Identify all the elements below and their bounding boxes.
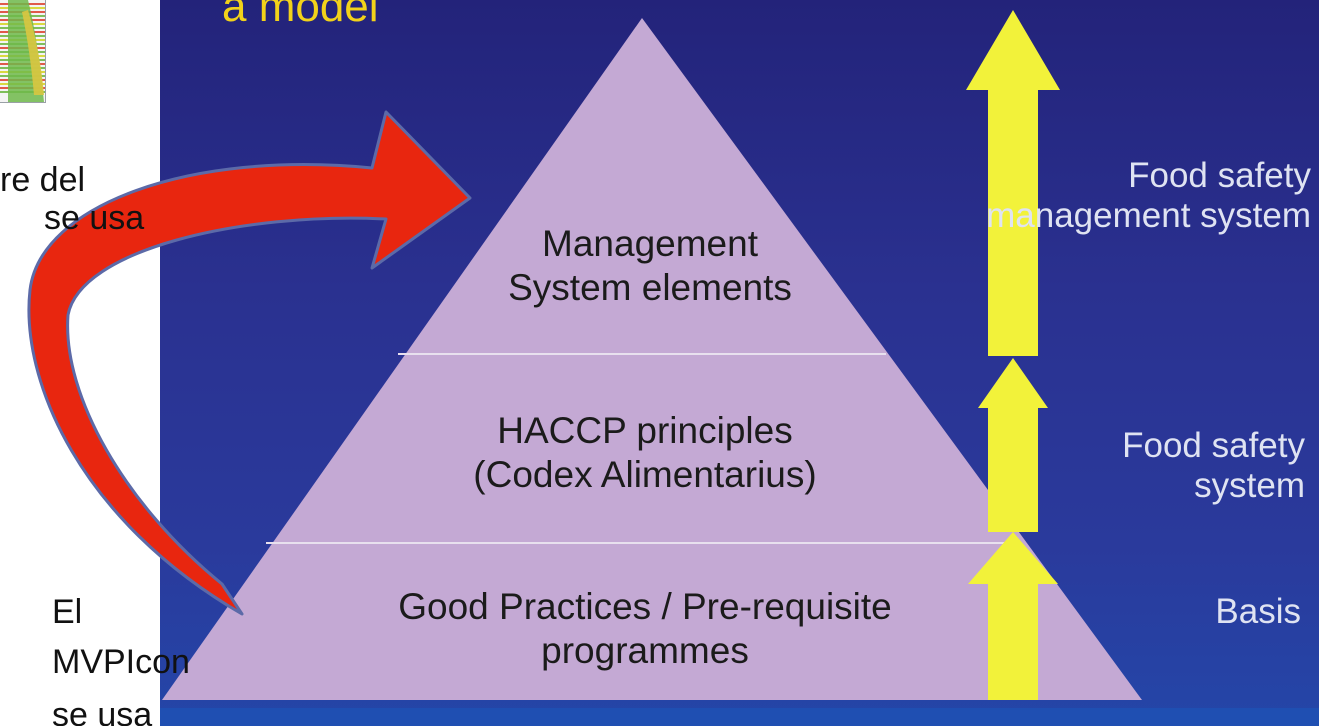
pyramid-level-management-line2: System elements — [508, 266, 792, 308]
pyramid-level-good-practices-line1: Good Practices / Pre-requisite — [398, 586, 892, 627]
label-basis: Basis — [1215, 592, 1301, 632]
label-basis-line1: Basis — [1215, 592, 1301, 631]
pyramid-level-haccp-line1: HACCP principles — [497, 410, 793, 451]
yellow-arrow-bottom — [968, 532, 1058, 700]
pyramid-level-management-line1: Management — [542, 223, 758, 264]
pyramid-triangle — [162, 18, 1142, 700]
label-fsms-line1: Food safety — [1128, 156, 1311, 195]
label-fsms-line2: management system — [986, 196, 1311, 236]
left-text-bottom-line2: MVPIcon — [52, 643, 190, 681]
yellow-arrow-top — [966, 10, 1060, 356]
yellow-arrow-middle — [978, 358, 1048, 532]
label-fss-line1: Food safety — [1122, 426, 1305, 465]
left-text-bottom-line3: se usa — [52, 696, 153, 726]
left-text-top-line1: re del — [0, 161, 86, 199]
pyramid-level-haccp-line2: (Codex Alimentarius) — [473, 453, 817, 495]
left-text-bottom-line1: El — [52, 593, 83, 631]
red-curved-arrow — [27, 110, 472, 616]
pyramid-level-management: Management System elements — [480, 222, 820, 309]
pyramid-level-good-practices: Good Practices / Pre-requisite programme… — [290, 585, 1000, 672]
left-text-top-line2: se usa — [44, 199, 145, 237]
label-food-safety-management-system: Food safety management system — [986, 156, 1311, 237]
slide-thumbnail — [0, 0, 46, 103]
left-white-panel — [0, 0, 160, 726]
thumbnail-image — [0, 0, 45, 102]
label-fss-line2: system — [1194, 466, 1305, 506]
pyramid-level-haccp: HACCP principles (Codex Alimentarius) — [380, 409, 910, 496]
pyramid-level-good-practices-line2: programmes — [541, 629, 749, 671]
slide-bottom-band — [160, 708, 1319, 726]
label-food-safety-system: Food safety system — [1122, 426, 1305, 507]
slide-title: a model — [222, 0, 379, 31]
